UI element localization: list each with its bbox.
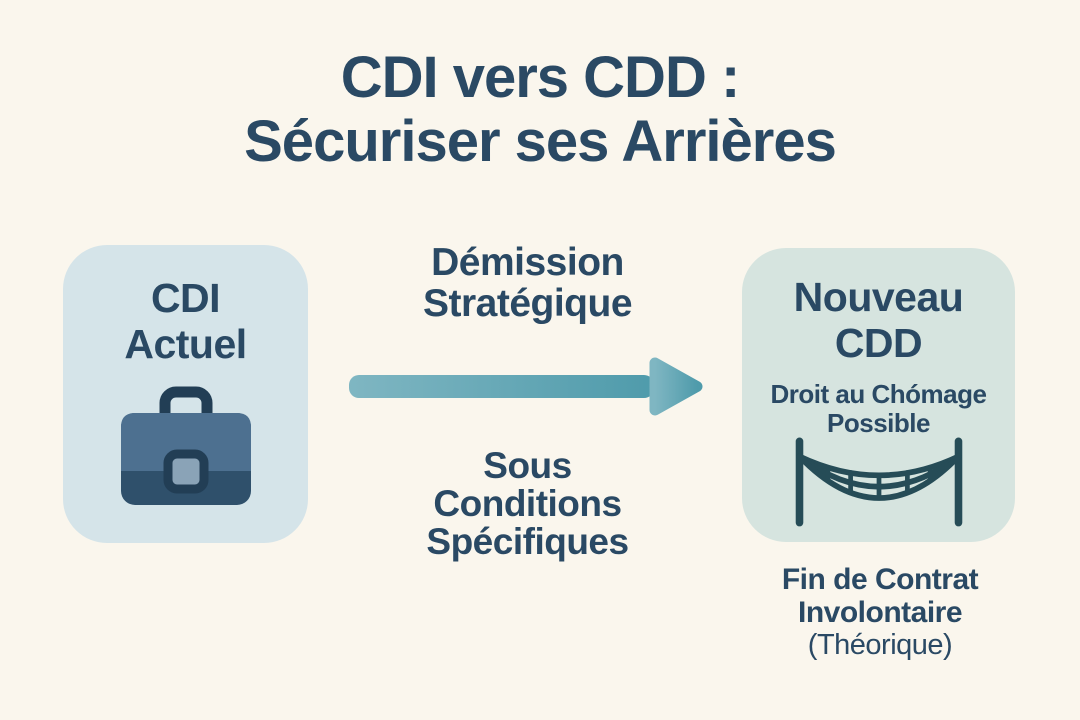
card-nouveau-cdd-title-line1: Nouveau (793, 274, 964, 320)
benefit-line1: Droit au Chómage (770, 379, 987, 409)
card-cdi-actuel-title: CDI Actuel (63, 245, 308, 367)
flow-label-demission-line1: Démission (431, 241, 624, 284)
flow-label-conditions-line3: Spécifiques (426, 521, 629, 562)
safety-net-icon (795, 437, 962, 527)
card-cdi-actuel-title-line1: CDI (150, 275, 221, 321)
flow-label-conditions-line2: Conditions (433, 483, 622, 524)
card-nouveau-cdd: Nouveau CDD Droit au Chómage Possible (742, 248, 1015, 542)
page-title-line2: Sécuriser ses Arrières (244, 109, 837, 174)
right-arrow-icon (347, 350, 707, 422)
card-cdi-actuel: CDI Actuel (63, 245, 308, 543)
page-title-line1: CDI vers CDD : (340, 45, 741, 110)
card-nouveau-cdd-title: Nouveau CDD (742, 248, 1015, 366)
benefit-line2: Possible (827, 408, 930, 438)
card-cdi-actuel-title-line2: Actuel (124, 321, 247, 367)
caption-line3: (Théorique) (807, 629, 953, 661)
card-nouveau-cdd-title-line2: CDD (834, 320, 923, 366)
caption-fin-de-contrat: Fin de Contrat Involontaire (Théorique) (740, 563, 1020, 662)
flow-label-sous-conditions: Sous Conditions Spécifiques (345, 447, 710, 561)
flow-label-conditions-line1: Sous (483, 445, 572, 486)
caption-line2: Involontaire (797, 596, 963, 629)
flow-label-demission-strategique: Démission Stratégique (345, 242, 710, 324)
caption-line1: Fin de Contrat (781, 563, 979, 596)
flow-label-demission-line2: Stratégique (422, 282, 633, 325)
benefit-droit-au-chomage: Droit au Chómage Possible (742, 380, 1015, 438)
briefcase-icon (120, 386, 251, 505)
page-title: CDI vers CDD : Sécuriser ses Arrières (0, 46, 1080, 174)
